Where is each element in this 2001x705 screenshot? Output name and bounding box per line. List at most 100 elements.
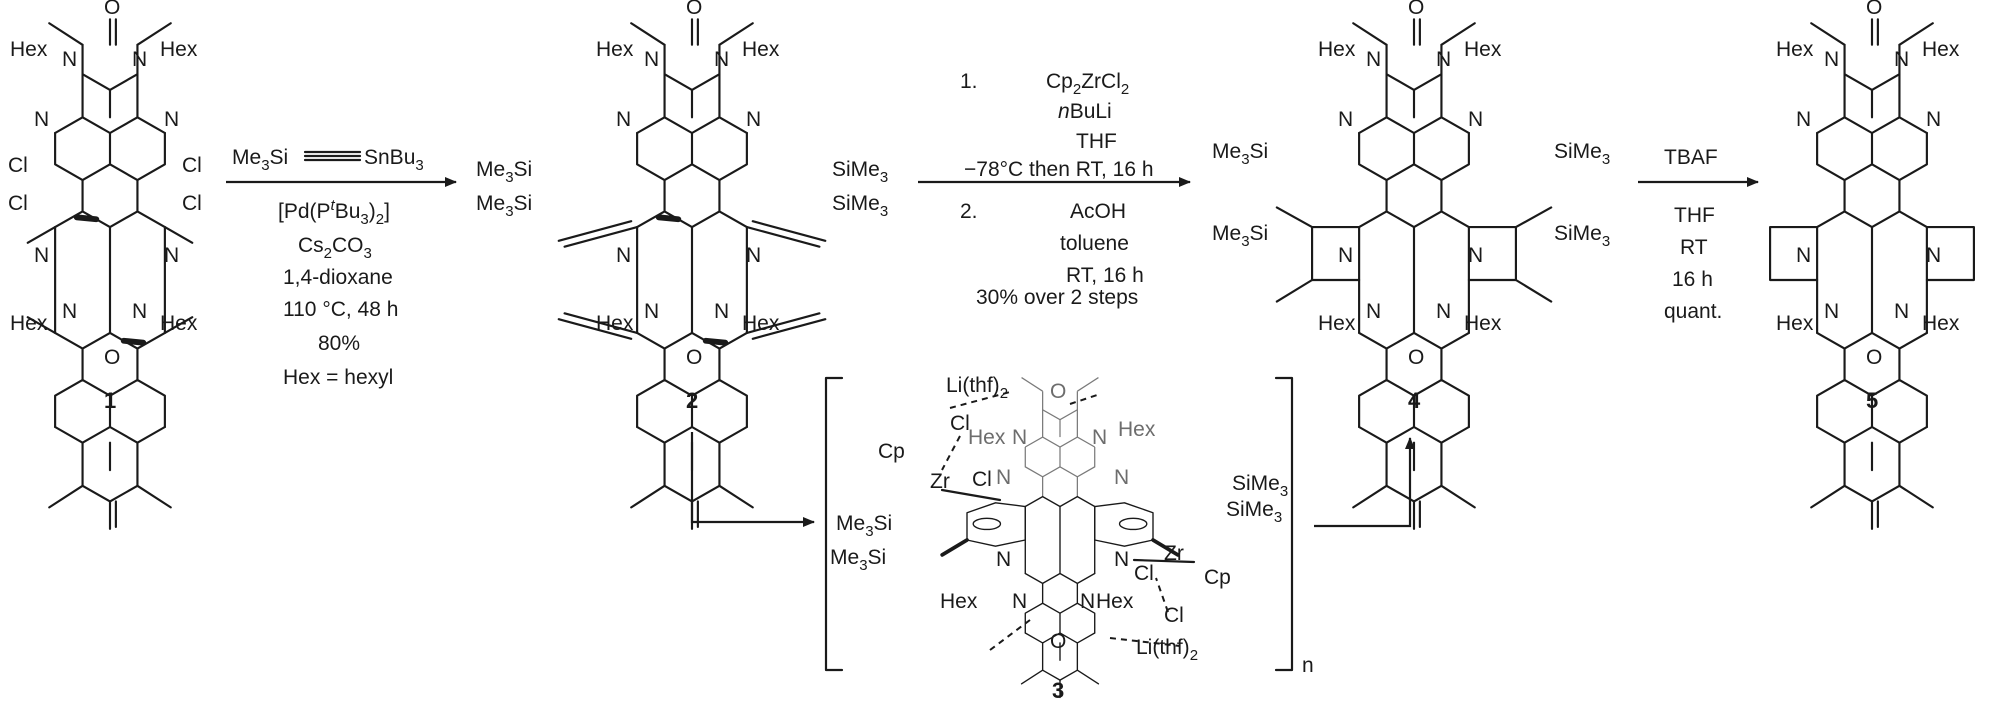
yield: 80% (318, 332, 360, 355)
n-atom: N (996, 548, 1011, 571)
carbonyl-o: O (104, 0, 120, 19)
solvent: toluene (1060, 232, 1129, 255)
me3si-label: Me3Si (836, 512, 892, 540)
left-bracket (824, 376, 844, 672)
hex-label: Hex (1922, 312, 1960, 335)
carbonyl-o: O (686, 0, 702, 19)
carbonyl-o: O (1408, 0, 1424, 19)
n-atom: N (1894, 300, 1909, 323)
n-atom: N (1366, 48, 1381, 71)
me3si-label: Me3Si (1212, 222, 1268, 250)
n-atom: N (1080, 590, 1095, 613)
hex-label: Hex (940, 590, 978, 613)
cp-label: Cp (878, 440, 905, 463)
n-atom: N (996, 466, 1011, 489)
n-atom: N (164, 108, 179, 131)
step-2: 1. Cp2ZrCl2 nBuLi THF −78°C then RT, 16 … (918, 70, 1191, 309)
step-1: Me3Si SnBu3 [Pd(PtBu3)2] Cs2CO3 1,4-diox… (226, 146, 457, 389)
cp-label: Cp (1204, 566, 1231, 589)
repeat-index: n (1302, 654, 1314, 677)
n-atom: N (1092, 426, 1107, 449)
cl-atom: Cl (1134, 562, 1154, 585)
compound-5: O Hex N N Hex N N N N N N Hex Hex O 5 (1769, 0, 1975, 530)
sime3-label: SiMe3 (832, 158, 888, 186)
temperature: RT (1680, 236, 1708, 259)
n-atom: N (1338, 108, 1353, 131)
carbonyl-o: O (1050, 630, 1066, 653)
reaction-arrow (1314, 437, 1415, 528)
step-3: TBAF THF RT 16 h quant. (1638, 146, 1759, 323)
carbonyl-o: O (104, 346, 120, 369)
sime3-label: SiMe3 (832, 192, 888, 220)
cl-atom: Cl (8, 192, 28, 215)
n-atom: N (714, 48, 729, 71)
n-atom: N (62, 48, 77, 71)
n-atom: N (1114, 548, 1129, 571)
compound-number: 4 (1408, 388, 1421, 413)
hex-label: Hex (1776, 312, 1814, 335)
hex-label: Hex (1464, 312, 1502, 335)
n-atom: N (164, 244, 179, 267)
reaction-arrow (690, 432, 815, 527)
hex-label: Hex (742, 38, 780, 61)
carbonyl-o: O (1050, 380, 1066, 403)
n-atom: N (1824, 48, 1839, 71)
n-atom: N (1436, 300, 1451, 323)
sime3-label: SiMe3 (1232, 472, 1288, 500)
hex-label: Hex (1318, 38, 1356, 61)
intermediate-3: n (690, 374, 1415, 703)
cl-atom: Cl (8, 154, 28, 177)
me3si-label: Me3Si (476, 158, 532, 186)
zr-atom: Zr (930, 470, 950, 493)
compound-number: 2 (686, 388, 698, 413)
n-atom: N (1796, 108, 1811, 131)
carbonyl-o: O (1866, 0, 1882, 19)
cl-atom: Cl (950, 412, 970, 435)
n-atom: N (1796, 244, 1811, 267)
zr-atom: Zr (1164, 542, 1184, 565)
reagent-me3si: Me3Si (232, 146, 288, 174)
n-atom: N (1436, 48, 1451, 71)
n-atom: N (616, 244, 631, 267)
hex-label: Hex (968, 426, 1006, 449)
step-number: 1. (960, 70, 978, 93)
n-atom: N (746, 244, 761, 267)
reagent-cp2zrcl2: Cp2ZrCl2 (1046, 70, 1129, 98)
n-atom: N (644, 300, 659, 323)
cl-atom: Cl (182, 192, 202, 215)
step-number: 2. (960, 200, 978, 223)
sime3-label: SiMe3 (1226, 498, 1282, 526)
n-atom: N (644, 48, 659, 71)
hex-label: Hex (1922, 38, 1960, 61)
carbonyl-o: O (1866, 346, 1882, 369)
compound-number: 3 (1052, 678, 1064, 703)
cl-atom: Cl (182, 154, 202, 177)
hex-label: Hex (742, 312, 780, 335)
n-atom: N (132, 300, 147, 323)
n-atom: N (34, 108, 49, 131)
solvent: THF (1674, 204, 1715, 227)
hex-label: Hex (1318, 312, 1356, 335)
n-atom: N (1468, 108, 1483, 131)
solvent: 1,4-dioxane (283, 266, 393, 289)
carbonyl-o: O (686, 346, 702, 369)
carbonyl-o: O (1408, 346, 1424, 369)
n-atom: N (616, 108, 631, 131)
compound-1: O Hex N N Hex N N Cl Cl Cl Cl N N N N He… (8, 0, 202, 530)
conditions: −78°C then RT, 16 h (964, 158, 1154, 181)
n-atom: N (62, 300, 77, 323)
n-atom: N (714, 300, 729, 323)
conditions: 110 °C, 48 h (283, 298, 398, 321)
catalyst: [Pd(PtBu3)2] (278, 197, 390, 228)
hex-label: Hex (160, 38, 198, 61)
me3si-label: Me3Si (476, 192, 532, 220)
hex-label: Hex (596, 312, 634, 335)
hex-label: Hex (596, 38, 634, 61)
yield: quant. (1664, 300, 1722, 323)
sime3-label: SiMe3 (1554, 222, 1610, 250)
solvent: THF (1076, 130, 1117, 153)
n-atom: N (1926, 244, 1941, 267)
me3si-label: Me3Si (1212, 140, 1268, 168)
conditions: RT, 16 h (1066, 264, 1144, 287)
